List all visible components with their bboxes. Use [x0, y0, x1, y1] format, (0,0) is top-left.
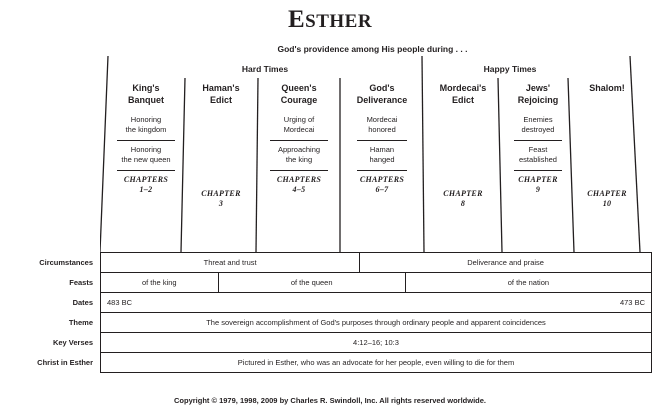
table-row: Dates 483 BC 473 BC	[8, 292, 652, 312]
table-row: Theme The sovereign accomplishment of Go…	[8, 312, 652, 332]
outline-column-5: Mordecai's Edict CHAPTER 8	[428, 82, 498, 209]
column-rule	[514, 170, 562, 171]
outline-column-4: God's Deliverance Mordecai honored Haman…	[344, 82, 420, 195]
page-title-text: ESTHER	[287, 6, 373, 33]
column-sub-first: Urging of Mordecai	[283, 115, 315, 134]
table-cell: 4:12–16; 10:3	[353, 338, 399, 347]
table-row: Key Verses 4:12–16; 10:3	[8, 332, 652, 352]
column-rule	[270, 140, 328, 141]
column-chapters: CHAPTER 9	[518, 175, 558, 194]
column-sub-first: Enemies destroyed	[521, 115, 555, 134]
row-label-dates: Dates	[72, 297, 93, 307]
outline-panel: God's providence among His people during…	[100, 44, 645, 254]
copyright-notice: Copyright © 1979, 1998, 2009 by Charles …	[173, 396, 486, 405]
column-title: Queen's Courage	[280, 83, 318, 105]
row-cells: Pictured in Esther, who was an advocate …	[100, 352, 652, 373]
table-cell: of the king	[101, 273, 219, 292]
row-label-key-verses: Key Verses	[52, 337, 93, 347]
row-label-circumstances: Circumstances	[39, 257, 93, 267]
column-chapters: CHAPTERS 4–5	[276, 175, 322, 194]
era-label-happy-times: Happy Times	[483, 64, 537, 74]
row-cells: The sovereign accomplishment of God's pu…	[100, 312, 652, 332]
column-rule	[514, 140, 562, 141]
era-label-hard-times: Hard Times	[241, 64, 289, 74]
column-chapters: CHAPTERS 6–7	[359, 175, 405, 194]
column-chapters: CHAPTER 8	[443, 189, 483, 208]
table-row: Circumstances Threat and trust Deliveran…	[8, 252, 652, 272]
column-title: Haman's Edict	[202, 83, 240, 105]
column-chapters: CHAPTER 10	[587, 189, 627, 208]
panel-divider-lines	[100, 55, 641, 253]
outline-column-6: Jews' Rejoicing Enemies destroyed Feast …	[506, 82, 570, 195]
date-end: 473 BC	[619, 298, 645, 307]
column-title: Shalom!	[589, 83, 625, 93]
column-rule	[117, 140, 175, 141]
column-sub-second: Honoring the new queen	[121, 145, 171, 164]
table-cell: Deliverance and praise	[467, 258, 544, 267]
outline-column-3: Queen's Courage Urging of Mordecai Appro…	[262, 82, 336, 195]
column-chapters: CHAPTER 3	[201, 189, 241, 208]
column-title: Jews' Rejoicing	[517, 83, 559, 105]
column-sub-second: Haman hanged	[369, 145, 395, 164]
summary-grid: Circumstances Threat and trust Deliveran…	[8, 252, 652, 373]
row-cells: of the king of the queen of the nation	[100, 272, 652, 292]
table-cell: of the nation	[507, 278, 550, 287]
column-rule	[117, 170, 175, 171]
table-cell: The sovereign accomplishment of God's pu…	[206, 318, 546, 327]
table-row: Christ in Esther Pictured in Esther, who…	[8, 352, 652, 373]
table-cell: Pictured in Esther, who was an advocate …	[237, 358, 515, 367]
column-sub-first: Honoring the kingdom	[125, 115, 167, 134]
column-rule	[357, 140, 407, 141]
row-cells: Threat and trust Deliverance and praise	[100, 252, 652, 272]
table-cell: Threat and trust	[101, 253, 361, 272]
column-rule	[270, 170, 328, 171]
row-label-theme: Theme	[68, 317, 93, 327]
column-title: King's Banquet	[128, 83, 164, 105]
date-start: 483 BC	[107, 298, 133, 307]
page-title: ESTHER	[0, 6, 660, 34]
column-title: God's Deliverance	[356, 83, 408, 105]
row-label-feasts: Feasts	[69, 277, 93, 287]
outline-column-2: Haman's Edict CHAPTER 3	[188, 82, 254, 209]
column-sub-second: Feast established	[519, 145, 557, 164]
row-cells: 4:12–16; 10:3	[100, 332, 652, 352]
column-sub-second: Approaching the king	[277, 145, 321, 164]
column-title: Mordecai's Edict	[439, 83, 487, 105]
outline-column-1: King's Banquet Honoring the kingdom Hono…	[110, 82, 182, 195]
row-label-christ-in-esther: Christ in Esther	[37, 358, 93, 367]
outline-column-7: Shalom! CHAPTER 10	[576, 82, 638, 209]
column-sub-first: Mordecai honored	[366, 115, 398, 134]
table-cell: of the queen	[219, 273, 406, 292]
table-cell-dates: 483 BC 473 BC	[101, 293, 651, 312]
row-cells: 483 BC 473 BC	[100, 292, 652, 312]
column-chapters: CHAPTERS 1–2	[123, 175, 169, 194]
column-rule	[357, 170, 407, 171]
table-row: Feasts of the king of the queen of the n…	[8, 272, 652, 292]
providence-heading: God's providence among His people during…	[277, 44, 468, 54]
